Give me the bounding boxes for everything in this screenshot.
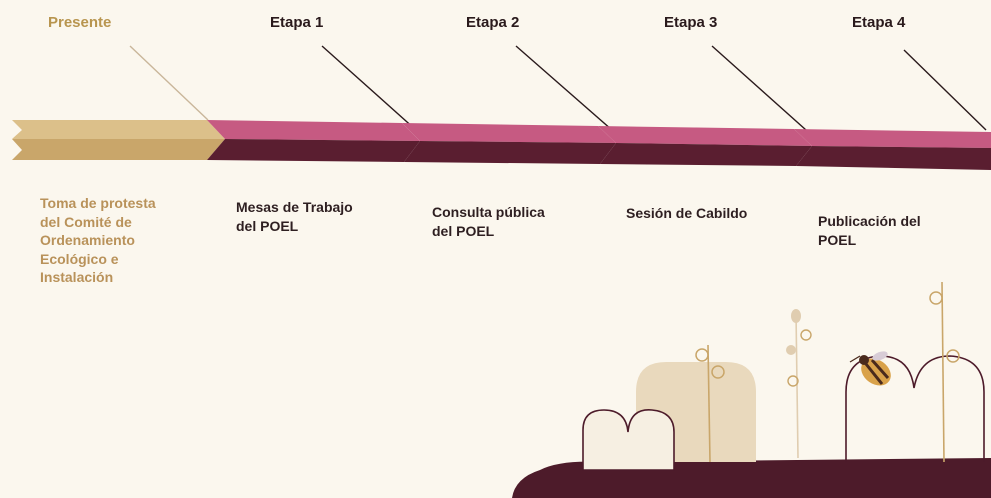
pointer-line-etapa-1 xyxy=(321,45,417,131)
arch-front-left xyxy=(582,409,675,471)
stem-1 xyxy=(707,344,711,463)
stage-title-presente: Presente xyxy=(48,14,112,31)
desc-line: del POEL xyxy=(236,217,299,234)
desc-line: POEL xyxy=(818,231,857,248)
desc-line: del Comité de xyxy=(40,213,132,230)
bee-icon xyxy=(849,351,891,386)
desc-line: Consulta pública xyxy=(432,204,545,220)
pointer-line-etapa-2 xyxy=(515,45,613,131)
stage-title-etapa-1: Etapa 1 xyxy=(270,14,324,31)
desc-line: Toma de protesta xyxy=(40,195,156,211)
stage-desc-etapa-2: Consulta pública del POEL xyxy=(432,203,572,240)
timeline-segment-etapa-1 xyxy=(207,120,420,162)
timeline-segment-etapa-4 xyxy=(794,129,991,170)
decorative-illustration xyxy=(512,281,991,498)
pointer-line-presente xyxy=(129,45,209,121)
stage-title-etapa-3: Etapa 3 xyxy=(664,14,718,31)
stage-title-etapa-2: Etapa 2 xyxy=(466,14,520,31)
pointer-line-etapa-3 xyxy=(711,45,807,131)
stem-3 xyxy=(941,281,945,463)
desc-line: Ordenamiento xyxy=(40,232,135,248)
stage-desc-etapa-3: Sesión de Cabildo xyxy=(626,204,766,223)
pointer-line-etapa-4 xyxy=(903,49,987,131)
desc-line: del POEL xyxy=(432,222,495,239)
timeline-segment-presente xyxy=(12,120,225,160)
stage-desc-etapa-4: Publicación del POEL xyxy=(818,212,958,249)
arch-right xyxy=(845,355,985,462)
stage-title-etapa-4: Etapa 4 xyxy=(852,14,906,31)
desc-line: Sesión de Cabildo xyxy=(626,205,748,221)
stage-desc-etapa-1: Mesas de Trabajo del POEL xyxy=(236,198,376,235)
desc-line: Publicación del xyxy=(818,213,921,229)
timeline-segment-etapa-2 xyxy=(402,123,616,164)
desc-line: Ecológico e xyxy=(40,250,119,267)
stage-desc-presente: Toma de protesta del Comité de Ordenamie… xyxy=(40,194,180,287)
desc-line: Instalación xyxy=(40,269,114,285)
timeline-segment-etapa-3 xyxy=(598,126,812,166)
desc-line: Mesas de Trabajo xyxy=(236,199,353,215)
